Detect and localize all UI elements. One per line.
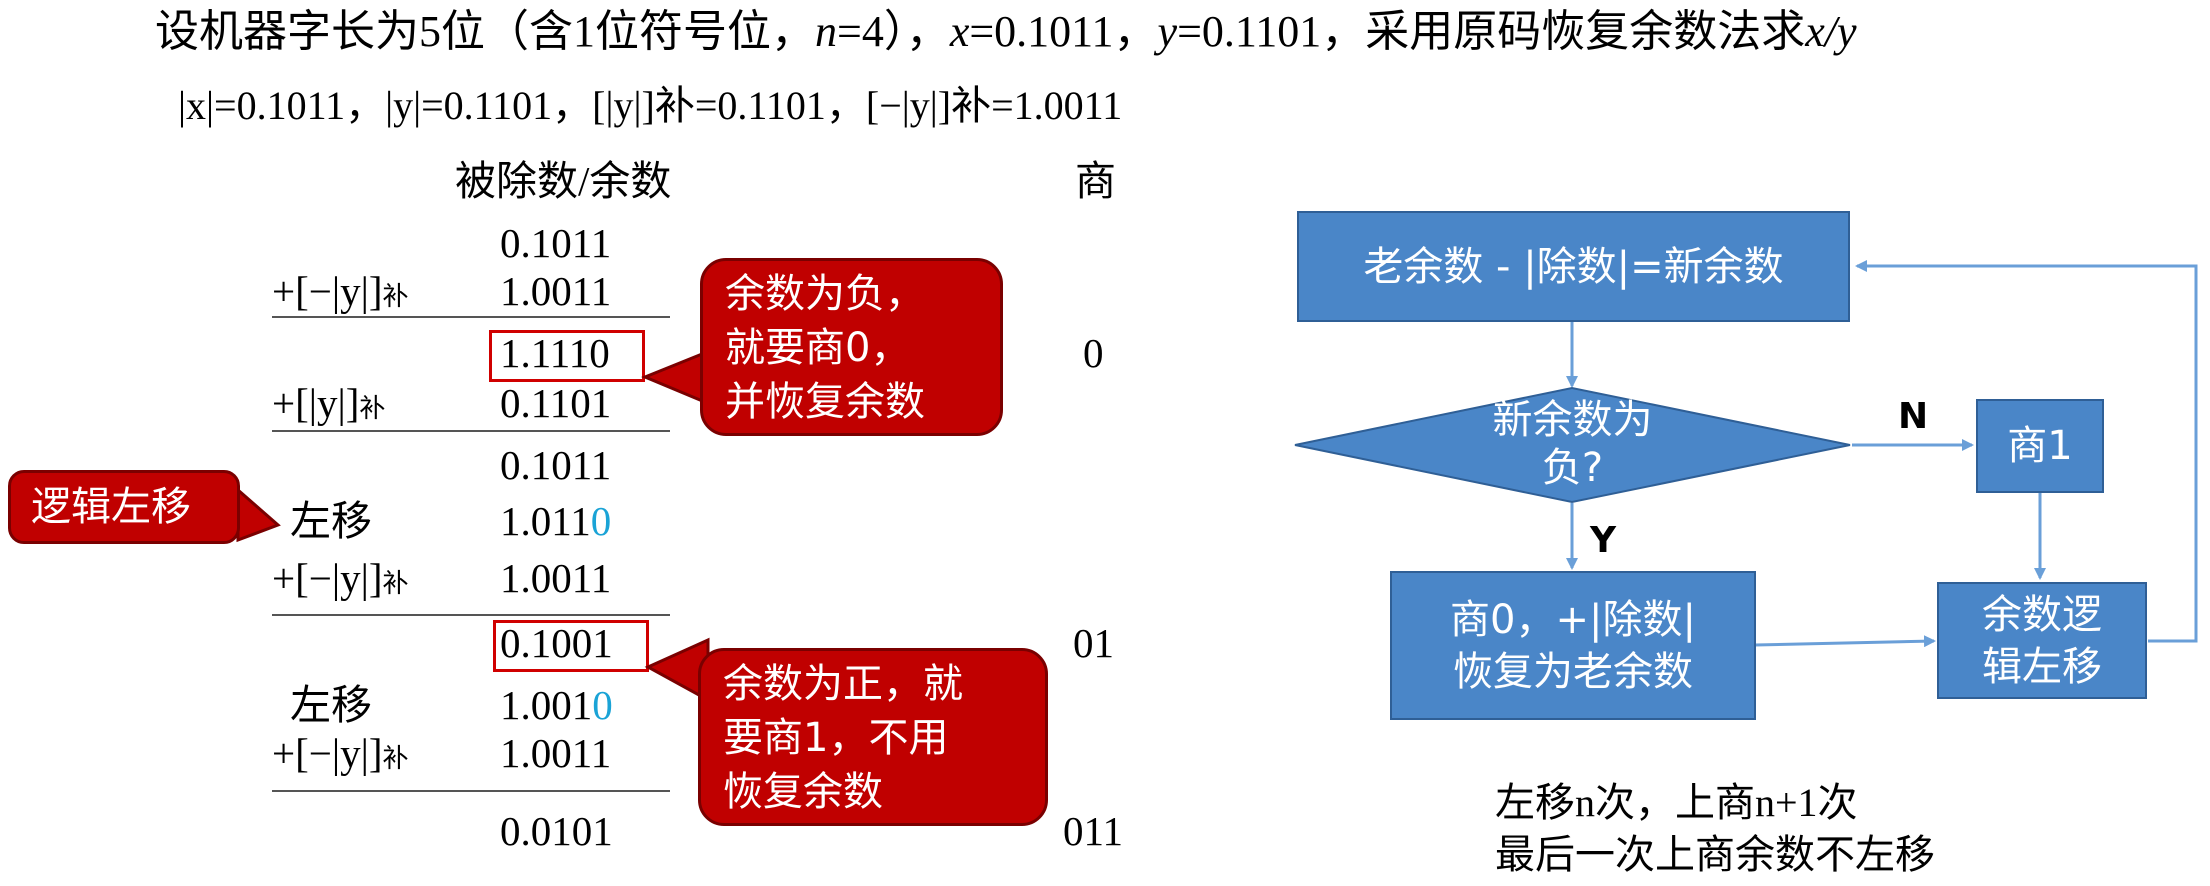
value-shifted-2: 1.0010 bbox=[500, 680, 613, 730]
title-text: =0.1011， bbox=[969, 7, 1158, 56]
box-text: 余数逻 bbox=[1982, 591, 2102, 638]
op-text: +[−|y|] bbox=[272, 268, 383, 314]
box-subtract-divisor: 老余数 - |除数|=新余数 bbox=[1297, 211, 1850, 322]
callout-line: 恢复余数 bbox=[723, 769, 883, 815]
highlight-box-positive bbox=[493, 620, 649, 672]
decision-text: 新余数为 bbox=[1492, 397, 1653, 443]
shift-in-bit: 0 bbox=[592, 682, 613, 728]
arrow-loop-back bbox=[1855, 260, 2198, 643]
callout-line: 并恢复余数 bbox=[725, 379, 925, 425]
note-shift-count: 左移n次，上商n+1次 bbox=[1495, 780, 1858, 825]
title-text: 设机器字长为5位（含1位符号位， bbox=[155, 7, 815, 56]
callout-negative-remainder: 余数为负， 就要商0， 并恢复余数 bbox=[700, 258, 1003, 436]
shift-in-bit: 0 bbox=[590, 498, 612, 544]
decision-diamond bbox=[1294, 386, 1851, 504]
page-title: 设机器字长为5位（含1位符号位，n=4），x=0.1011，y=0.1101，采… bbox=[155, 2, 1857, 62]
value-restored: 0.1011 bbox=[500, 442, 612, 488]
value-final-remainder: 0.0101 bbox=[500, 808, 613, 854]
op-subscript: 补 bbox=[382, 569, 409, 598]
title-var-x: x bbox=[949, 7, 970, 56]
subtitle-values: |x|=0.1011，|y|=0.1101，[|y|]补=0.1101，[−|y… bbox=[178, 83, 1123, 128]
quotient-step-2: 01 bbox=[1073, 620, 1114, 666]
title-var-n: n bbox=[815, 7, 837, 56]
value-shifted-1: 1.0110 bbox=[500, 496, 611, 546]
title-text: =0.1101，采用原码恢复余数法求 bbox=[1177, 7, 1806, 56]
tag-logical-shift: 逻辑左移 bbox=[8, 470, 240, 544]
value-neg-y: 1.0011 bbox=[500, 730, 612, 776]
callout-line: 余数为正，就 bbox=[723, 661, 963, 707]
box-quotient-0-restore: 商0，+|除数| 恢复为老余数 bbox=[1390, 571, 1756, 720]
op-subscript: 补 bbox=[382, 744, 409, 773]
note-last-step: 最后一次上商余数不左移 bbox=[1495, 832, 1935, 877]
value-remainder-negative: 1.1110 bbox=[500, 330, 610, 376]
value-y: 0.1101 bbox=[500, 380, 612, 426]
callout-line: 就要商0， bbox=[725, 325, 911, 371]
arrow-q0-to-shift bbox=[1754, 635, 1936, 648]
label-yes: Y bbox=[1590, 520, 1617, 561]
op-text: +[|y|] bbox=[272, 380, 360, 426]
box-shift-left: 余数逻 辑左移 bbox=[1937, 582, 2147, 699]
callout-line: 要商1，不用 bbox=[723, 715, 949, 761]
quotient-step-1: 0 bbox=[1083, 330, 1104, 376]
callout-line: 余数为负， bbox=[725, 271, 925, 317]
op-add-y: +[|y|]补 bbox=[272, 378, 385, 434]
divider-line bbox=[272, 430, 670, 432]
op-add-neg-y: +[−|y|]补 bbox=[272, 553, 408, 609]
box-text: 辑左移 bbox=[1982, 643, 2102, 690]
value-remainder-positive: 0.1001 bbox=[500, 620, 613, 666]
highlight-box-negative bbox=[489, 330, 645, 382]
column-header-quotient: 商 bbox=[1075, 158, 1116, 204]
value-dividend: 0.1011 bbox=[500, 220, 612, 266]
callout-positive-remainder: 余数为正，就 要商1，不用 恢复余数 bbox=[698, 648, 1048, 826]
box-text: 商0，+|除数| bbox=[1450, 596, 1696, 643]
op-subscript: 补 bbox=[382, 282, 409, 311]
label-no: N bbox=[1898, 396, 1929, 437]
decision-label: 新余数为 负? bbox=[1295, 396, 1850, 492]
title-text: =4）， bbox=[837, 7, 950, 56]
quotient-step-3: 011 bbox=[1063, 808, 1123, 854]
divider-line bbox=[272, 316, 670, 318]
op-text: +[−|y|] bbox=[272, 555, 383, 601]
op-add-neg-y: +[−|y|]补 bbox=[272, 266, 408, 322]
value-text: 1.001 bbox=[500, 682, 593, 728]
column-header-dividend: 被除数/余数 bbox=[455, 158, 672, 204]
decision-text: 负? bbox=[1541, 445, 1604, 491]
op-text: +[−|y|] bbox=[272, 730, 383, 776]
value-text: 1.011 bbox=[500, 498, 591, 544]
value-neg-y: 1.0011 bbox=[500, 268, 612, 314]
op-add-neg-y: +[−|y|]补 bbox=[272, 728, 408, 784]
value-neg-y: 1.0011 bbox=[500, 555, 612, 601]
box-quotient-1: 商1 bbox=[1976, 399, 2104, 493]
title-var-y: y bbox=[1157, 7, 1178, 56]
op-shift-left: 左移 bbox=[290, 682, 372, 728]
box-text: 恢复为老余数 bbox=[1453, 648, 1693, 695]
op-shift-left: 左移 bbox=[290, 498, 372, 544]
divider-line bbox=[272, 614, 670, 616]
divider-line bbox=[272, 790, 670, 792]
op-subscript: 补 bbox=[359, 394, 386, 423]
title-var-xy: x/y bbox=[1805, 7, 1857, 56]
